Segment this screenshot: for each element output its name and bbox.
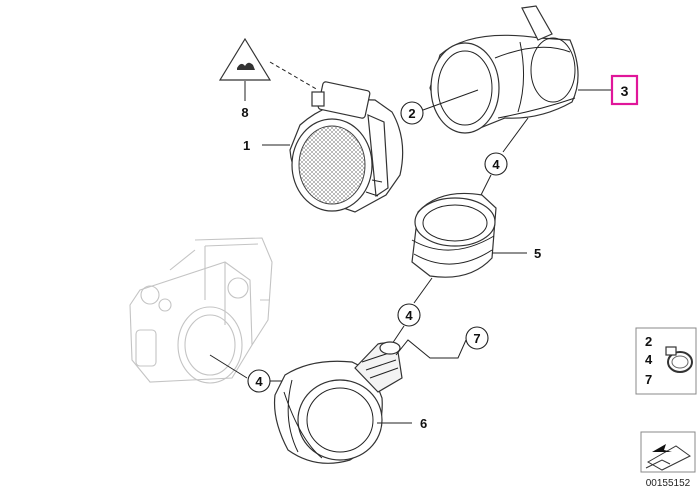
callout-6: 6 (420, 416, 427, 431)
warning-triangle-icon (218, 37, 272, 81)
bubble-7 (465, 326, 489, 350)
rubber-sleeve (411, 192, 497, 278)
leader-5-4 (413, 277, 433, 304)
leader-2 (422, 89, 479, 111)
bubble-4-top (484, 152, 508, 176)
callout-7: 7 (473, 331, 480, 346)
callout-8: 8 (241, 105, 248, 120)
elbow-boot (273, 341, 403, 464)
legend-item: 4 (645, 352, 653, 367)
highlight-box-3 (610, 74, 639, 106)
leader-4-throttle (209, 354, 248, 379)
callout-1: 1 (243, 138, 250, 153)
callout-4-middle: 4 (405, 308, 413, 323)
throttle-body-ghost (129, 237, 273, 384)
bubble-4-middle (397, 303, 421, 327)
bubble-2 (400, 101, 424, 125)
callout-5: 5 (534, 246, 541, 261)
callout-4-left: 4 (255, 374, 263, 389)
legend-item: 2 (645, 334, 652, 349)
hose-clamp-icon (665, 346, 693, 373)
callout-3: 3 (621, 83, 629, 99)
document-id: 00155152 (646, 478, 691, 489)
legend-box: 2 4 7 (635, 327, 697, 395)
callout-4-top: 4 (492, 157, 500, 172)
intake-boot-upper (429, 5, 579, 134)
arrow-page-icon (640, 431, 696, 473)
callout-2: 2 (408, 106, 415, 121)
air-mass-sensor (289, 81, 404, 213)
leader-7 (395, 339, 467, 359)
leader-3-4 (502, 117, 529, 153)
leader-8-sensor (269, 61, 319, 91)
legend-item: 7 (645, 372, 652, 387)
